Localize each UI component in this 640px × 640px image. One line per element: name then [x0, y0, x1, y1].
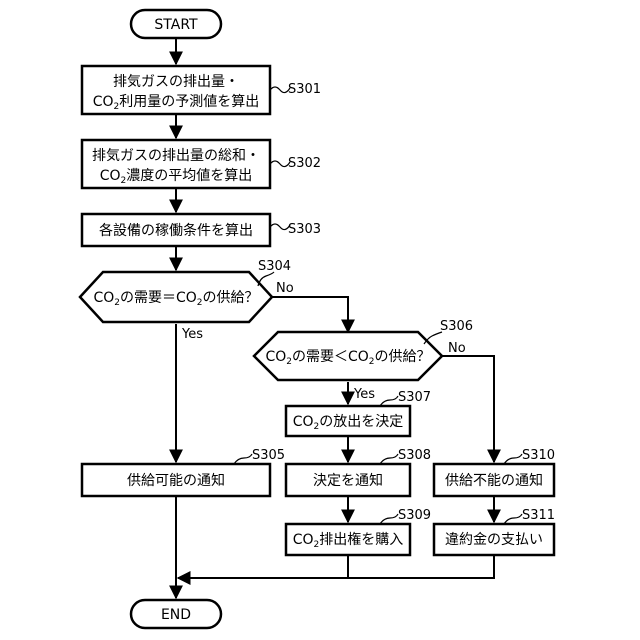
end-label: END: [161, 607, 191, 623]
step-s308: 決定を通知 S308: [286, 448, 431, 496]
s302-text-line1: 排気ガスの排出量の総和・: [92, 148, 260, 164]
step-s303: 各設備の稼働条件を算出 S303: [82, 214, 321, 246]
s308-leader: [380, 454, 398, 464]
s303-text: 各設備の稼働条件を算出: [99, 222, 253, 239]
s306-no-label: No: [448, 341, 466, 356]
s304-yes-label: Yes: [181, 327, 203, 342]
s308-text: 決定を通知: [313, 472, 383, 489]
s311-text: 違約金の支払い: [445, 532, 543, 548]
s305-step-label: S305: [252, 448, 285, 463]
s307-text: CO2の放出を決定: [293, 414, 404, 432]
step-s305: 供給可能の通知 S305: [82, 448, 285, 496]
s302-step-label: S302: [288, 156, 321, 171]
step-s302: 排気ガスの排出量の総和・ CO2濃度の平均値を算出 S302: [82, 140, 321, 188]
s301-text-line1: 排気ガスの排出量・: [113, 74, 239, 90]
s305-text: 供給可能の通知: [127, 472, 225, 489]
s303-step-label: S303: [288, 222, 321, 237]
start-label: START: [154, 17, 198, 33]
s304-no-label: No: [276, 281, 294, 296]
step-s309: CO2排出権を購入 S309: [286, 508, 431, 555]
s303-leader: [270, 224, 290, 230]
step-s301: 排気ガスの排出量・ CO2利用量の予測値を算出 S301: [82, 66, 321, 114]
s304-step-label: S304: [258, 259, 291, 274]
decision-s304: CO2の需要＝CO2の供給？ S304 No Yes: [80, 259, 294, 342]
decision-s306: CO2の需要＜CO2の供給？ S306 No Yes: [254, 319, 473, 402]
s301-step-label: S301: [288, 82, 321, 97]
s311-step-label: S311: [522, 508, 555, 523]
s301-leader: [270, 87, 290, 93]
s310-text: 供給不能の通知: [445, 472, 543, 489]
s311-leader: [504, 514, 522, 524]
arrow-merge-end: [178, 555, 494, 578]
end-terminal: END: [131, 600, 221, 628]
s302-leader: [270, 161, 290, 167]
s310-leader: [504, 454, 522, 464]
s309-text: CO2排出権を購入: [293, 531, 404, 550]
start-terminal: START: [131, 10, 221, 38]
s305-leader: [234, 454, 252, 464]
s309-leader: [380, 514, 398, 524]
s307-step-label: S307: [398, 390, 431, 405]
s306-step-label: S306: [440, 319, 473, 334]
s306-yes-label: Yes: [353, 387, 375, 402]
s309-step-label: S309: [398, 508, 431, 523]
s308-step-label: S308: [398, 448, 431, 463]
s307-leader: [380, 396, 398, 406]
arrow-s306-no: [442, 356, 494, 462]
arrow-s304-no: [272, 297, 348, 332]
s310-step-label: S310: [522, 448, 555, 463]
